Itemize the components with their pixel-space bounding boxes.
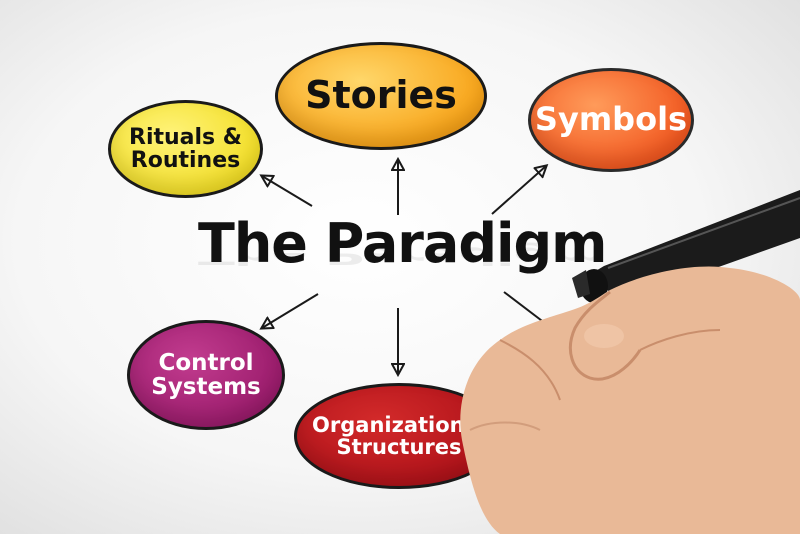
node-org-label-line2: Structures xyxy=(336,435,462,459)
node-symbols: Symbols xyxy=(528,68,694,172)
arrow-to-control xyxy=(262,293,319,328)
node-organizational-structures: Organizational Structures xyxy=(294,383,504,489)
arrow-to-rituals xyxy=(262,176,313,207)
node-org-label-line1: Organizational xyxy=(312,412,486,437)
node-control-label-line1: Control xyxy=(158,349,254,376)
node-symbols-label: Symbols xyxy=(534,100,688,139)
node-stories-label: Stories xyxy=(305,73,457,118)
arrow-to-power xyxy=(503,291,554,330)
center-title: The Paradigm xyxy=(198,212,607,275)
node-power-label-line2: Structures xyxy=(551,375,671,399)
node-control-label-line2: Systems xyxy=(151,374,261,400)
node-power-structures: Power Structures xyxy=(528,325,694,429)
node-rituals-label-line1: Rituals & xyxy=(129,124,242,150)
node-control-systems: Control Systems xyxy=(127,320,285,430)
node-rituals-label-line2: Routines xyxy=(130,148,241,173)
node-rituals-routines: Rituals & Routines xyxy=(108,100,263,198)
node-stories: Stories xyxy=(275,42,487,150)
node-power-label-line1: Power xyxy=(575,354,647,378)
arrow-to-symbols xyxy=(491,166,546,215)
